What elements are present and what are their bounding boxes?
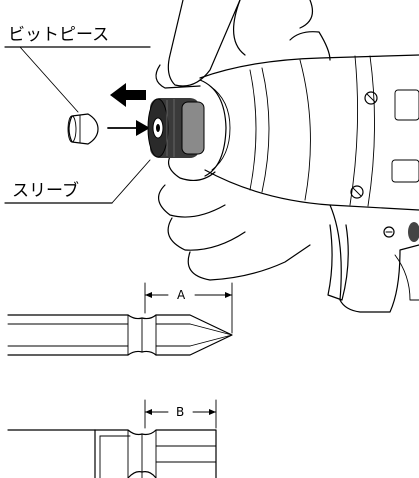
screw-bottom — [350, 185, 364, 199]
dimension-b-label: B — [176, 405, 184, 419]
sleeve — [147, 98, 205, 158]
hand — [155, 0, 313, 281]
bit-piece-callout: ビットピース — [4, 25, 151, 113]
sleeve-callout: スリーブ — [4, 159, 151, 204]
arrow-left-icon — [110, 83, 146, 107]
dimension-a-label: A — [177, 288, 186, 302]
bit-piece-leader — [19, 46, 79, 113]
bit-piece-label: ビットピース — [8, 25, 109, 45]
bit-b: B — [7, 399, 217, 478]
screw-handle — [383, 226, 395, 238]
sleeve-leader — [111, 159, 151, 204]
screw-top — [364, 91, 378, 105]
bit-piece — [67, 113, 99, 145]
sleeve-label: スリーブ — [12, 180, 79, 201]
bit-a: A — [7, 282, 233, 356]
impact-driver — [199, 31, 419, 313]
arrow-right-icon — [107, 120, 150, 136]
